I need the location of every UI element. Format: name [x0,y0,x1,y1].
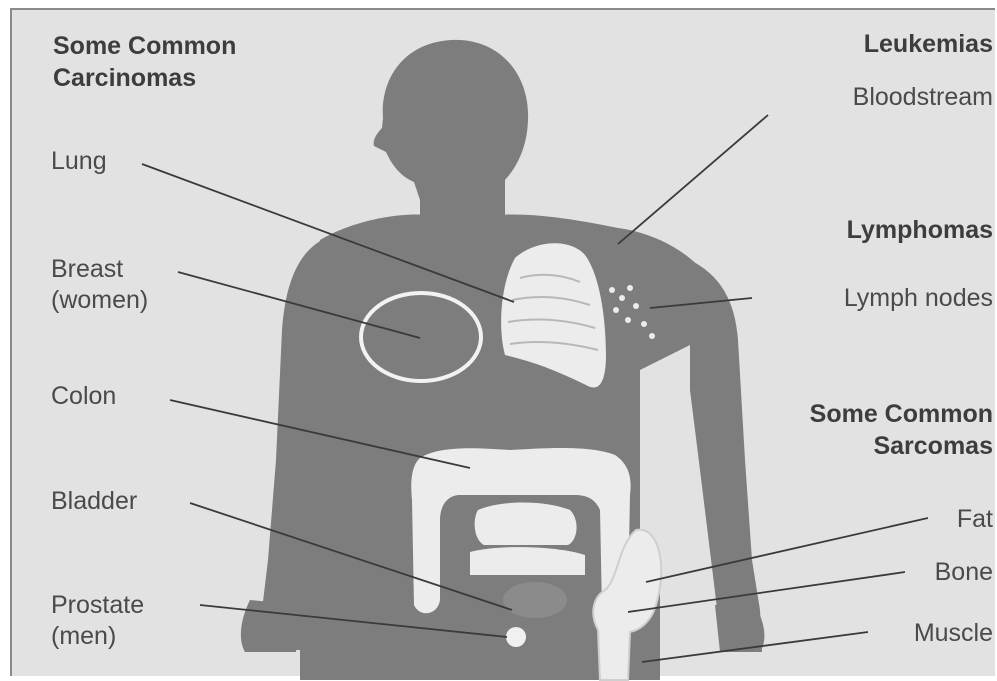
carcinomas-heading-line2: Carcinomas [53,62,236,94]
muscle-label: Muscle [914,618,993,649]
sarcomas-heading-line2: Sarcomas [810,430,993,462]
fat-label: Fat [957,504,993,535]
breast-label-line2: (women) [51,285,148,316]
bladder-illustration [503,582,567,618]
prostate-label: Prostate (men) [51,590,144,652]
colon-label: Colon [51,381,116,412]
fat-leader-line [646,518,928,582]
breast-label-line1: Breast [51,254,148,285]
lung-label: Lung [51,146,107,177]
sarcomas-heading-line1: Some Common [810,398,993,430]
bloodstream-label: Bloodstream [853,82,993,113]
body-silhouette [241,40,765,680]
carcinomas-heading: Some Common Carcinomas [53,30,236,94]
leukemias-heading: Leukemias [864,28,993,60]
bone-leader-line [628,572,905,612]
breast-label: Breast (women) [51,254,148,316]
lymph-nodes-label: Lymph nodes [844,283,993,314]
carcinomas-heading-line1: Some Common [53,30,236,62]
bladder-label: Bladder [51,486,137,517]
lymphomas-heading: Lymphomas [847,214,993,246]
bone-label: Bone [935,557,993,588]
prostate-label-line2: (men) [51,621,144,652]
sarcomas-heading: Some Common Sarcomas [810,398,993,462]
bloodstream-leader-line [618,115,768,244]
prostate-label-line1: Prostate [51,590,144,621]
prostate-highlight [506,627,526,647]
